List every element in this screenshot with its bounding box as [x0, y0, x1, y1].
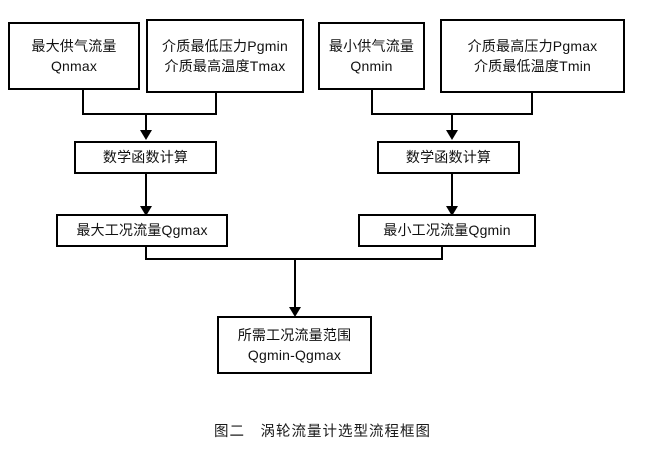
node-max-working-flow[interactable]: 最大工况流量Qgmax	[56, 214, 228, 247]
arrowhead-min-working-flow	[446, 206, 458, 216]
connector-math-right-to-result	[451, 174, 453, 208]
connector-stem-max-working-flow	[145, 247, 147, 260]
arrowhead-required-flow-range	[289, 307, 301, 317]
connector-merge-bar-left	[82, 113, 217, 115]
connector-stem-medium-min-pressure	[215, 93, 217, 115]
node-math-calc-right[interactable]: 数学函数计算	[377, 141, 520, 174]
node-min-supply-flow[interactable]: 最小供气流量 Qnmin	[318, 22, 425, 90]
node-required-flow-range-line2: Qgmin-Qgmax	[247, 347, 342, 363]
connector-drop-math-right	[451, 113, 453, 132]
node-min-working-flow[interactable]: 最小工况流量Qgmin	[358, 214, 536, 247]
node-min-supply-flow-line1: 最小供气流量	[328, 37, 415, 54]
node-math-calc-right-label: 数学函数计算	[405, 149, 492, 166]
node-required-flow-range[interactable]: 所需工况流量范围 Qgmin-Qgmax	[217, 316, 372, 374]
connector-stem-min-working-flow	[441, 247, 443, 260]
node-min-working-flow-label: 最小工况流量Qgmin	[383, 222, 511, 239]
connector-stem-max-supply-flow	[82, 90, 84, 115]
node-medium-max-pressure-min-temp-line2: 介质最低温度Tmin	[473, 58, 592, 74]
connector-math-left-to-result	[145, 174, 147, 208]
node-max-working-flow-label: 最大工况流量Qgmax	[76, 222, 208, 239]
node-medium-min-pressure-max-temp-line1: 介质最低压力Pgmin	[162, 37, 288, 54]
arrowhead-max-working-flow	[140, 206, 152, 216]
node-math-calc-left-label: 数学函数计算	[102, 149, 189, 166]
node-min-supply-flow-line2: Qnmin	[350, 58, 393, 74]
arrowhead-math-right	[446, 130, 458, 140]
figure-caption: 图二 涡轮流量计选型流程框图	[214, 424, 431, 440]
arrowhead-math-left	[140, 130, 152, 140]
connector-stem-medium-max-pressure	[531, 93, 533, 115]
node-max-supply-flow[interactable]: 最大供气流量 Qnmax	[8, 22, 140, 90]
connector-drop-math-left	[145, 113, 147, 132]
node-required-flow-range-line1: 所需工况流量范围	[237, 326, 352, 343]
node-math-calc-left[interactable]: 数学函数计算	[74, 141, 217, 174]
connector-drop-final	[294, 258, 296, 309]
node-medium-max-pressure-min-temp-line1: 介质最高压力Pgmax	[467, 37, 598, 54]
node-medium-max-pressure-min-temp[interactable]: 介质最高压力Pgmax 介质最低温度Tmin	[440, 19, 625, 93]
node-max-supply-flow-line1: 最大供气流量	[31, 37, 117, 54]
connector-stem-min-supply-flow	[371, 90, 373, 115]
node-max-supply-flow-line2: Qnmax	[50, 58, 98, 74]
node-medium-min-pressure-max-temp-line2: 介质最高温度Tmax	[164, 58, 286, 74]
node-medium-min-pressure-max-temp[interactable]: 介质最低压力Pgmin 介质最高温度Tmax	[146, 19, 304, 93]
